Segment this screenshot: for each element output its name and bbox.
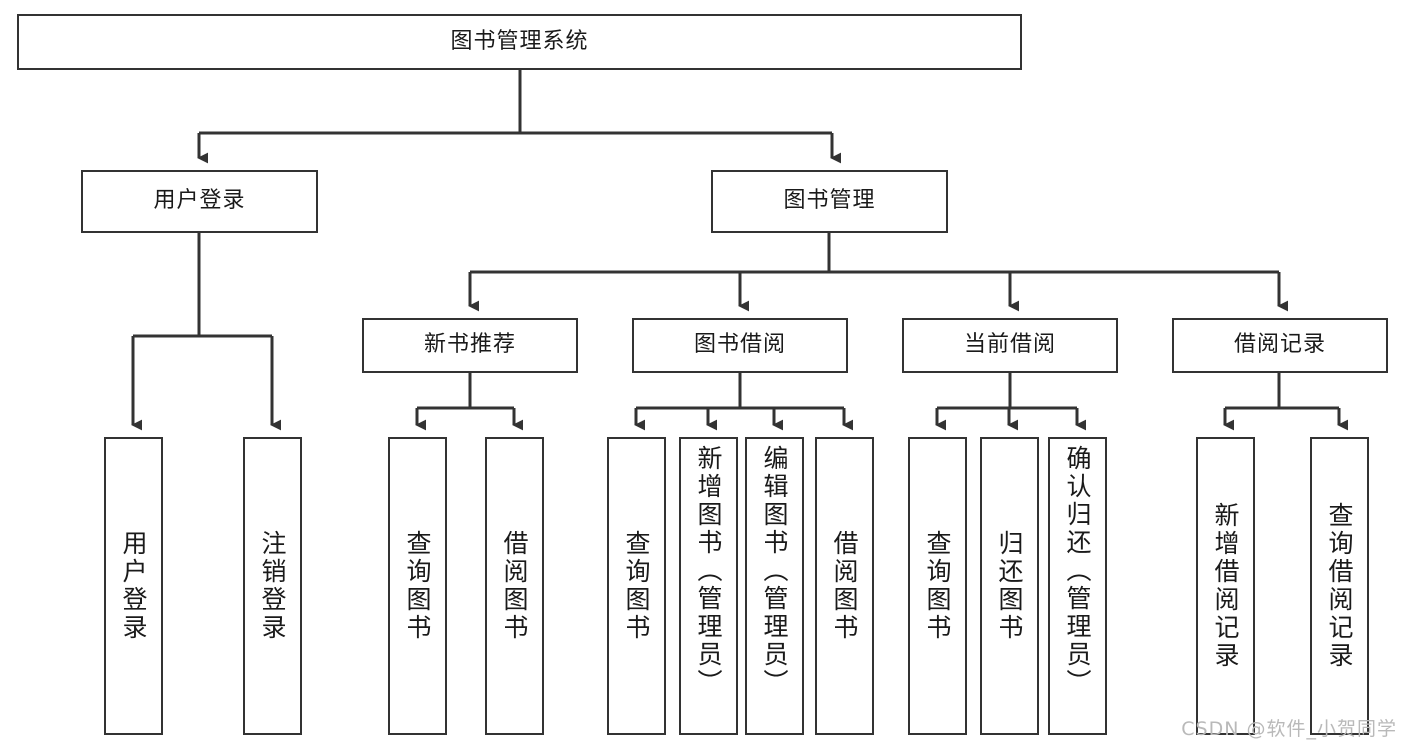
node-label: 查询图书 [622,530,651,642]
node-borrow-records[interactable]: 借阅记录 [1172,318,1388,373]
leaf-borrow-records-query-record[interactable]: 查询借阅记录 [1310,437,1369,735]
node-label: 图书借阅 [693,332,786,358]
leaf-book-borrow-add-book-admin[interactable]: 新增图书（管理员） [679,437,738,735]
node-label: 借阅记录 [1233,332,1326,358]
node-label: 新增图书（管理员） [694,445,723,697]
node-label: 查询图书 [923,530,952,642]
node-label: 用户登录 [153,188,246,214]
leaf-current-borrow-confirm-return-admin[interactable]: 确认归还（管理员） [1048,437,1107,735]
node-label: 图书管理系统 [450,28,589,54]
node-label: 新增借阅记录 [1211,502,1240,670]
leaf-book-borrow-query-book[interactable]: 查询图书 [607,437,666,735]
leaf-book-borrow-edit-book-admin[interactable]: 编辑图书（管理员） [745,437,804,735]
node-root-book-management-system[interactable]: 图书管理系统 [17,14,1022,70]
leaf-borrow-records-add-record[interactable]: 新增借阅记录 [1196,437,1255,735]
node-book-management[interactable]: 图书管理 [711,170,948,233]
node-book-borrow[interactable]: 图书借阅 [632,318,848,373]
leaf-new-book-borrow-book[interactable]: 借阅图书 [485,437,544,735]
leaf-user-login-logout[interactable]: 注销登录 [243,437,302,735]
node-label: 注销登录 [258,530,287,642]
leaf-user-login-login[interactable]: 用户登录 [104,437,163,735]
node-label: 查询图书 [403,530,432,642]
node-label: 图书管理 [783,188,876,214]
node-label: 借阅图书 [830,530,859,642]
node-label: 借阅图书 [500,530,529,642]
node-current-borrow[interactable]: 当前借阅 [902,318,1118,373]
node-label: 编辑图书（管理员） [760,445,789,697]
node-label: 确认归还（管理员） [1063,445,1092,697]
node-label: 新书推荐 [423,332,516,358]
node-new-book-recommend[interactable]: 新书推荐 [362,318,578,373]
node-label: 当前借阅 [963,332,1056,358]
node-user-login[interactable]: 用户登录 [81,170,318,233]
node-label: 查询借阅记录 [1325,502,1354,670]
node-label: 用户登录 [119,530,148,642]
leaf-current-borrow-return-book[interactable]: 归还图书 [980,437,1039,735]
leaf-current-borrow-query-book[interactable]: 查询图书 [908,437,967,735]
leaf-book-borrow-borrow-book[interactable]: 借阅图书 [815,437,874,735]
leaf-new-book-query-book[interactable]: 查询图书 [388,437,447,735]
node-label: 归还图书 [995,530,1024,642]
